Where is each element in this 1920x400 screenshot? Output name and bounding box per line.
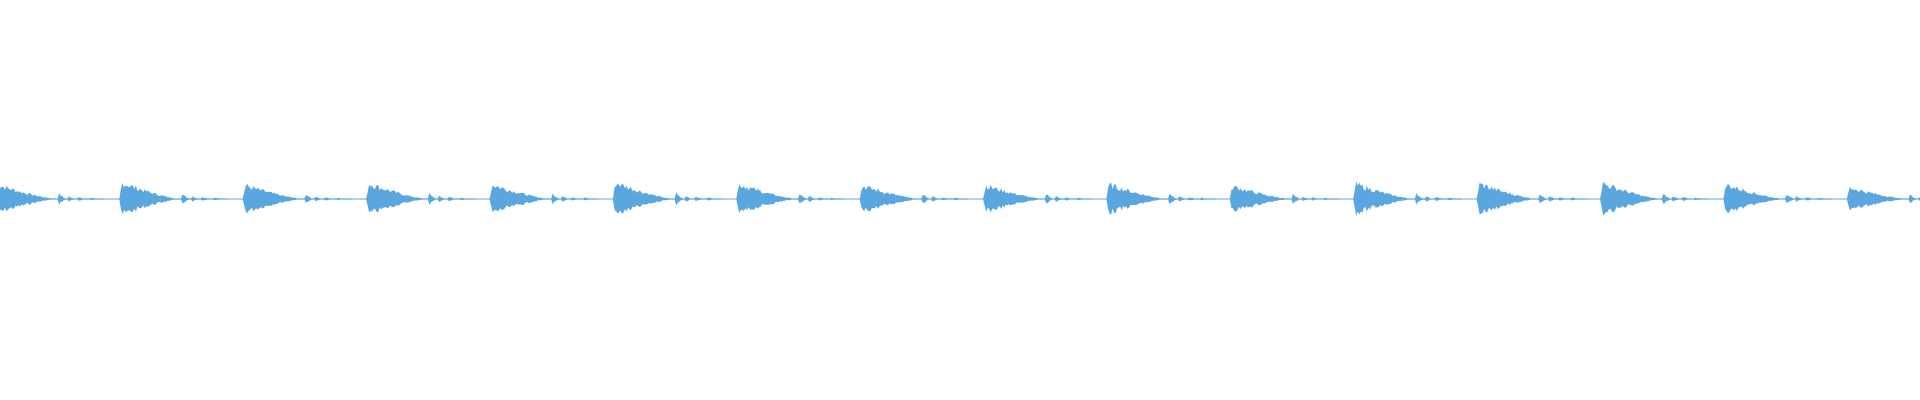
waveform-tail <box>1681 197 1694 201</box>
waveform-tail <box>1548 196 1559 202</box>
waveform-tail <box>1693 197 1709 201</box>
waveform-transient <box>119 182 182 215</box>
waveform-tail <box>324 197 337 201</box>
waveform-tail <box>953 197 969 200</box>
waveform-tail <box>1538 194 1549 204</box>
waveform-tail <box>1168 193 1179 205</box>
waveform-tail <box>551 193 562 205</box>
waveform-tail <box>571 197 584 201</box>
waveform-tail <box>304 194 315 203</box>
waveform-tail <box>694 196 707 202</box>
waveform-tail <box>314 196 325 202</box>
waveform-tail <box>57 192 68 205</box>
waveform-transient <box>736 184 799 214</box>
waveform-transient <box>489 185 552 213</box>
waveform-tail <box>1447 197 1462 201</box>
waveform-tail <box>1817 198 1833 200</box>
waveform-tail <box>1424 196 1435 202</box>
waveform-tail <box>213 197 228 201</box>
waveform-tail <box>1795 195 1805 202</box>
waveform-tail <box>1076 197 1092 201</box>
waveform-tail <box>437 195 448 203</box>
waveform-tail <box>200 197 214 201</box>
waveform-tail <box>1804 197 1818 201</box>
waveform-tail <box>427 193 438 205</box>
waveform-tail <box>67 196 78 202</box>
waveform-tail <box>447 196 460 202</box>
waveform-tail <box>830 198 845 200</box>
waveform-tail <box>817 197 831 201</box>
waveform-tail <box>941 197 954 201</box>
waveform-tail <box>1434 196 1448 201</box>
waveform-tail <box>460 197 475 201</box>
waveform-transient <box>1353 181 1415 216</box>
waveform-tail <box>1044 194 1055 204</box>
waveform-transient <box>1229 185 1292 212</box>
waveform-transient <box>1600 182 1662 216</box>
waveform-transient <box>1476 182 1539 215</box>
waveform-tail <box>931 196 942 202</box>
waveform-tail <box>1661 194 1672 204</box>
waveform-tail <box>89 197 105 200</box>
waveform-tail <box>191 196 201 202</box>
waveform-transient <box>242 184 305 214</box>
waveform-transient <box>1723 183 1786 214</box>
waveform-tail <box>1570 197 1586 201</box>
waveform-tail <box>1054 196 1065 202</box>
waveform-transient <box>366 184 428 213</box>
waveform-tail <box>807 195 818 203</box>
waveform-transient <box>859 186 922 212</box>
waveform-tail <box>921 194 932 203</box>
waveform-tail <box>1311 197 1324 201</box>
waveform-tail <box>1301 197 1312 201</box>
waveform-tail <box>1291 193 1302 204</box>
waveform-tail <box>1323 197 1339 201</box>
waveform-tail <box>181 194 191 204</box>
waveform-tail <box>1671 196 1682 202</box>
waveform-transient <box>1846 186 1909 211</box>
waveform-transient <box>613 183 675 214</box>
waveform-tail <box>1785 194 1796 204</box>
waveform-tail <box>1908 194 1919 203</box>
waveform-tail <box>674 192 685 206</box>
waveform-tail <box>1558 197 1571 201</box>
waveform-transient <box>0 185 58 212</box>
waveform-tail <box>1064 197 1077 201</box>
waveform-tail <box>1188 197 1201 201</box>
waveform-tail <box>77 197 90 201</box>
waveform-transient <box>1106 182 1169 215</box>
waveform-tail <box>561 196 571 202</box>
waveform-tail <box>706 197 722 201</box>
waveform-tail <box>336 197 352 201</box>
waveform-tail <box>798 194 808 204</box>
waveform-transient <box>983 184 1045 213</box>
waveform-tail <box>1178 195 1188 202</box>
waveform-tail <box>1415 192 1425 205</box>
waveform-tail <box>583 197 599 201</box>
waveform-tail <box>684 196 695 202</box>
waveform-tail <box>1200 197 1216 201</box>
